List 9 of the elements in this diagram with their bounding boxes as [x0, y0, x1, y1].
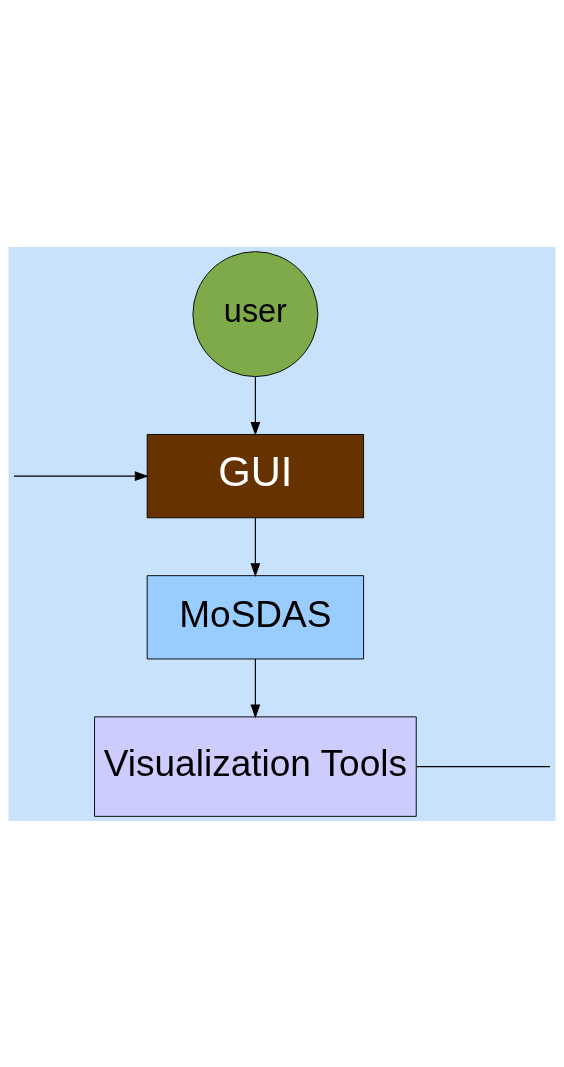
- connector: [416, 765, 551, 767]
- arrow: [250, 657, 261, 718]
- arrow: [13, 470, 149, 481]
- arrow: [250, 516, 261, 577]
- arrow: [250, 375, 261, 436]
- node-box: GUI: [146, 433, 365, 518]
- node-box: MoSDAS: [146, 574, 365, 659]
- node-box: Visualization Tools: [94, 715, 417, 817]
- node-circle: user: [192, 250, 319, 377]
